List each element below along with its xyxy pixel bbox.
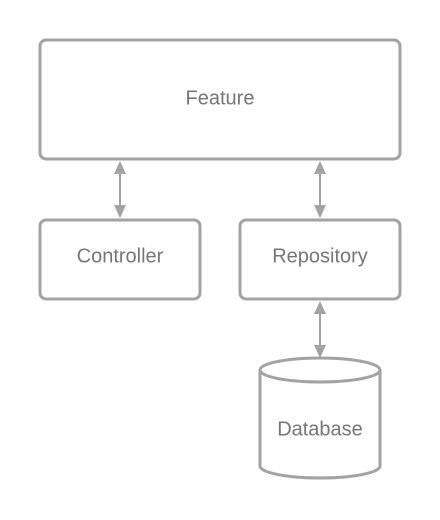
- repository-box: [238, 218, 402, 301]
- feature-controller-connector: [114, 161, 126, 218]
- database-cylinder: [258, 356, 382, 480]
- repository-node: Repository: [238, 218, 402, 301]
- feature-repository-connector: [314, 161, 326, 218]
- database-cylinder-rim: [258, 369, 382, 384]
- arrowhead-up-icon: [114, 161, 126, 174]
- repository-database-connector: [314, 301, 326, 358]
- feature-box: [38, 38, 402, 161]
- controller-box: [38, 218, 202, 301]
- arrowhead-down-icon: [314, 205, 326, 218]
- arrowhead-up-icon: [314, 161, 326, 174]
- feature-label: Feature: [186, 87, 255, 109]
- repository-label: Repository: [272, 245, 368, 267]
- database-node: Database: [258, 356, 382, 480]
- arrowhead-down-icon: [114, 205, 126, 218]
- controller-label: Controller: [77, 245, 164, 267]
- arrowhead-down-icon: [314, 345, 326, 358]
- controller-node: Controller: [38, 218, 202, 301]
- arrowhead-up-icon: [314, 301, 326, 314]
- database-label: Database: [277, 418, 363, 440]
- feature-node: Feature: [38, 38, 402, 161]
